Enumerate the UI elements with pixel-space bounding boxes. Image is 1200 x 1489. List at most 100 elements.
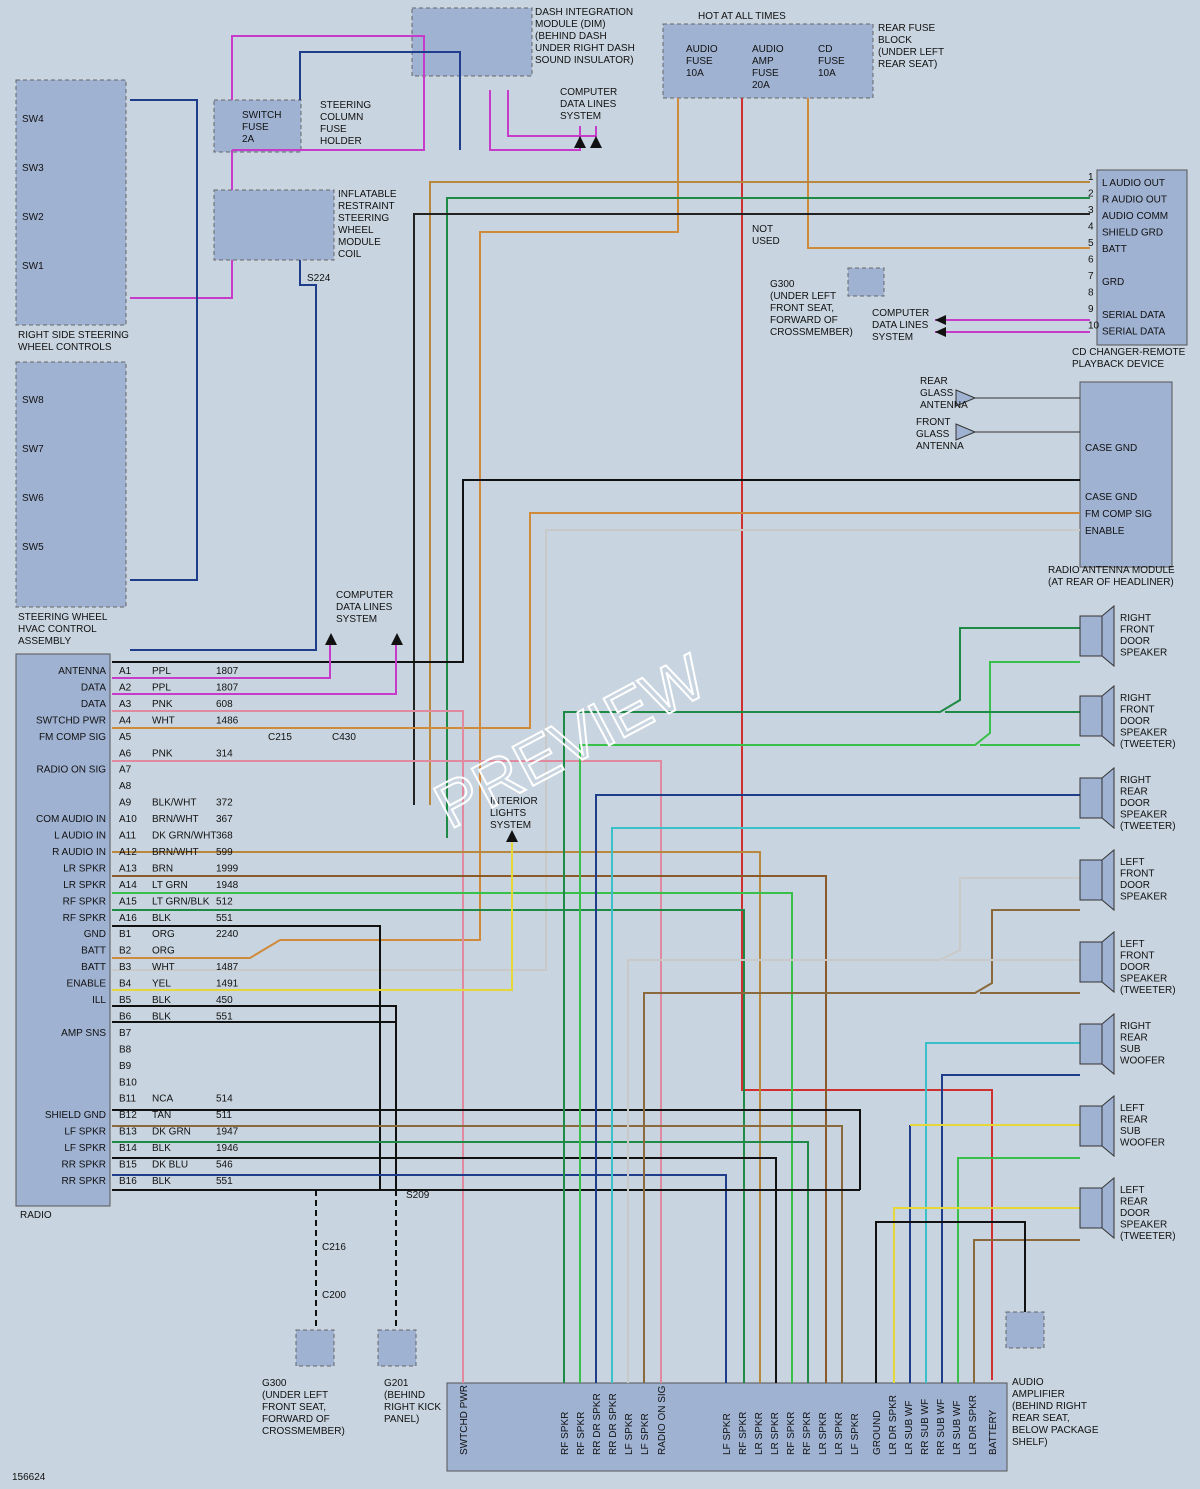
radio-pin-name: ENABLE	[67, 979, 107, 990]
antenna-pin-name: ENABLE	[1085, 526, 1125, 537]
interior-lights-label: LIGHTS	[490, 808, 526, 819]
front-glass-antenna-label: FRONT	[916, 417, 950, 428]
antenna-pin-name: FM COMP SIG	[1085, 509, 1152, 520]
speaker-icon	[1079, 1105, 1103, 1147]
computer-data-lines-label: COMPUTER	[336, 590, 393, 601]
amp-pin-name: RF SPKR	[738, 1412, 749, 1455]
hvac-controls-label: HVAC CONTROL	[18, 624, 97, 635]
cd-pin-number: 3	[1088, 205, 1094, 216]
speaker-icon	[1079, 777, 1103, 819]
cd-pin-number: 7	[1088, 271, 1094, 282]
radio-circuit-number: 372	[216, 798, 233, 809]
coil-label: STEERING	[338, 213, 389, 224]
switch-label: SW7	[22, 444, 44, 455]
amplifier-label: AMPLIFIER	[1012, 1389, 1065, 1400]
audio-fuse-label: FUSE	[686, 56, 713, 67]
computer-data-lines-label: COMPUTER	[872, 308, 929, 319]
radio-wire-color: BRN/WHT	[152, 847, 199, 858]
radio-circuit-number: 512	[216, 896, 233, 907]
speaker-label: WOOFER	[1120, 1138, 1165, 1149]
hvac-controls-label: ASSEMBLY	[18, 636, 71, 647]
speaker-label: LEFT	[1120, 939, 1144, 950]
rear-fuse-block	[662, 23, 874, 99]
radio-wire-color: YEL	[152, 979, 171, 990]
rear-fuse-label: (UNDER LEFT	[878, 47, 944, 58]
radio-pin-name: RF SPKR	[63, 913, 106, 924]
radio-wire-color: BLK	[152, 1143, 171, 1154]
radio-pin-id: A1	[119, 666, 132, 677]
cd-pin-name: SERIAL DATA	[1102, 310, 1165, 321]
speaker-cone-icon	[1101, 848, 1115, 912]
dim-label: MODULE (DIM)	[535, 19, 606, 30]
radio-wire-color: BRN/WHT	[152, 814, 199, 825]
switch-label: SW1	[22, 261, 44, 272]
speaker-label: SPEAKER	[1120, 1220, 1167, 1231]
radio-pin-name: FM COMP SIG	[39, 732, 106, 743]
radio-circuit-number: 1486	[216, 715, 239, 726]
amp-pin-name: BATTERY	[988, 1409, 999, 1455]
amp-pin-name: LR SPKR	[834, 1412, 845, 1455]
s224-label: S224	[307, 273, 331, 284]
amp-pin-name: RR DR SPKR	[592, 1393, 603, 1455]
radio-pin-id: B15	[119, 1160, 137, 1171]
steering-column-fuse-holder-label: STEERING	[320, 100, 371, 111]
cd-pin-number: 4	[1088, 222, 1094, 233]
radio-pin-id: B4	[119, 979, 132, 990]
g300-label: (UNDER LEFT	[770, 291, 836, 302]
g300-bottom-label: (UNDER LEFT	[262, 1390, 328, 1401]
radio-wire-color: DK GRN/WHT	[152, 831, 216, 842]
amp-pin-name: RF SPKR	[576, 1412, 587, 1455]
speaker-label: DOOR	[1120, 636, 1150, 647]
cd-fuse-label: FUSE	[818, 56, 845, 67]
amplifier-label: AUDIO	[1012, 1377, 1044, 1388]
radio-wire-color: TAN	[152, 1110, 171, 1121]
radio-pin-id: B16	[119, 1176, 137, 1187]
radio-wire-color: LT GRN/BLK	[152, 896, 210, 907]
coil-label: INFLATABLE	[338, 189, 397, 200]
coil-label: RESTRAINT	[338, 201, 395, 212]
radio-wire-color: NCA	[152, 1094, 173, 1105]
speaker-label: SPEAKER	[1120, 810, 1167, 821]
speaker-label: LEFT	[1120, 1185, 1144, 1196]
radio-wire-color: BLK	[152, 995, 171, 1006]
switch-label: SW2	[22, 212, 44, 223]
cd-fuse-label: 10A	[818, 68, 836, 79]
radio-circuit-number: 608	[216, 699, 233, 710]
g201-label: (BEHIND	[384, 1390, 425, 1401]
radio-pin-id: A4	[119, 715, 132, 726]
speaker-label: FRONT	[1120, 869, 1154, 880]
radio-pin-id: A14	[119, 880, 137, 891]
radio-pin-id: B1	[119, 929, 132, 940]
amp-pin-name: SWTCHD PWR	[459, 1385, 470, 1455]
radio-circuit-number: 551	[216, 913, 233, 924]
inflatable-restraint-coil	[213, 189, 335, 261]
switch-fuse-label: SWITCH	[242, 110, 281, 121]
speaker-label: LEFT	[1120, 1103, 1144, 1114]
g300-bottom-label: FORWARD OF	[262, 1414, 330, 1425]
radio-wire-color: BLK/WHT	[152, 798, 196, 809]
wires	[112, 35, 1090, 1383]
cd-pin-name: SERIAL DATA	[1102, 327, 1165, 338]
radio-circuit-number: 2240	[216, 929, 239, 940]
speaker-icon	[1079, 1023, 1103, 1065]
radio-wire-color: DK GRN	[152, 1127, 191, 1138]
rear-fuse-label: BLOCK	[878, 35, 912, 46]
speaker-cone-icon	[1101, 1094, 1115, 1158]
c200-label: C200	[322, 1290, 346, 1301]
steering-column-fuse-holder-label: FUSE	[320, 124, 347, 135]
speakers-group	[1079, 604, 1115, 1240]
speaker-label: SUB	[1120, 1044, 1141, 1055]
amp-pin-name: LF SPKR	[640, 1413, 651, 1455]
speaker-label: LEFT	[1120, 857, 1144, 868]
amp-pin-name: RR SUB WF	[936, 1399, 947, 1455]
radio-pin-id: A16	[119, 913, 137, 924]
radio-wire-color: ORG	[152, 946, 175, 957]
speaker-cone-icon	[1101, 766, 1115, 830]
radio-pin-name: GND	[84, 929, 106, 940]
dim-label: UNDER RIGHT DASH	[535, 43, 635, 54]
speaker-label: DOOR	[1120, 798, 1150, 809]
antenna-pin-name: CASE GND	[1085, 492, 1137, 503]
cd-pin-number: 5	[1088, 238, 1094, 249]
computer-data-lines-label: SYSTEM	[560, 111, 601, 122]
